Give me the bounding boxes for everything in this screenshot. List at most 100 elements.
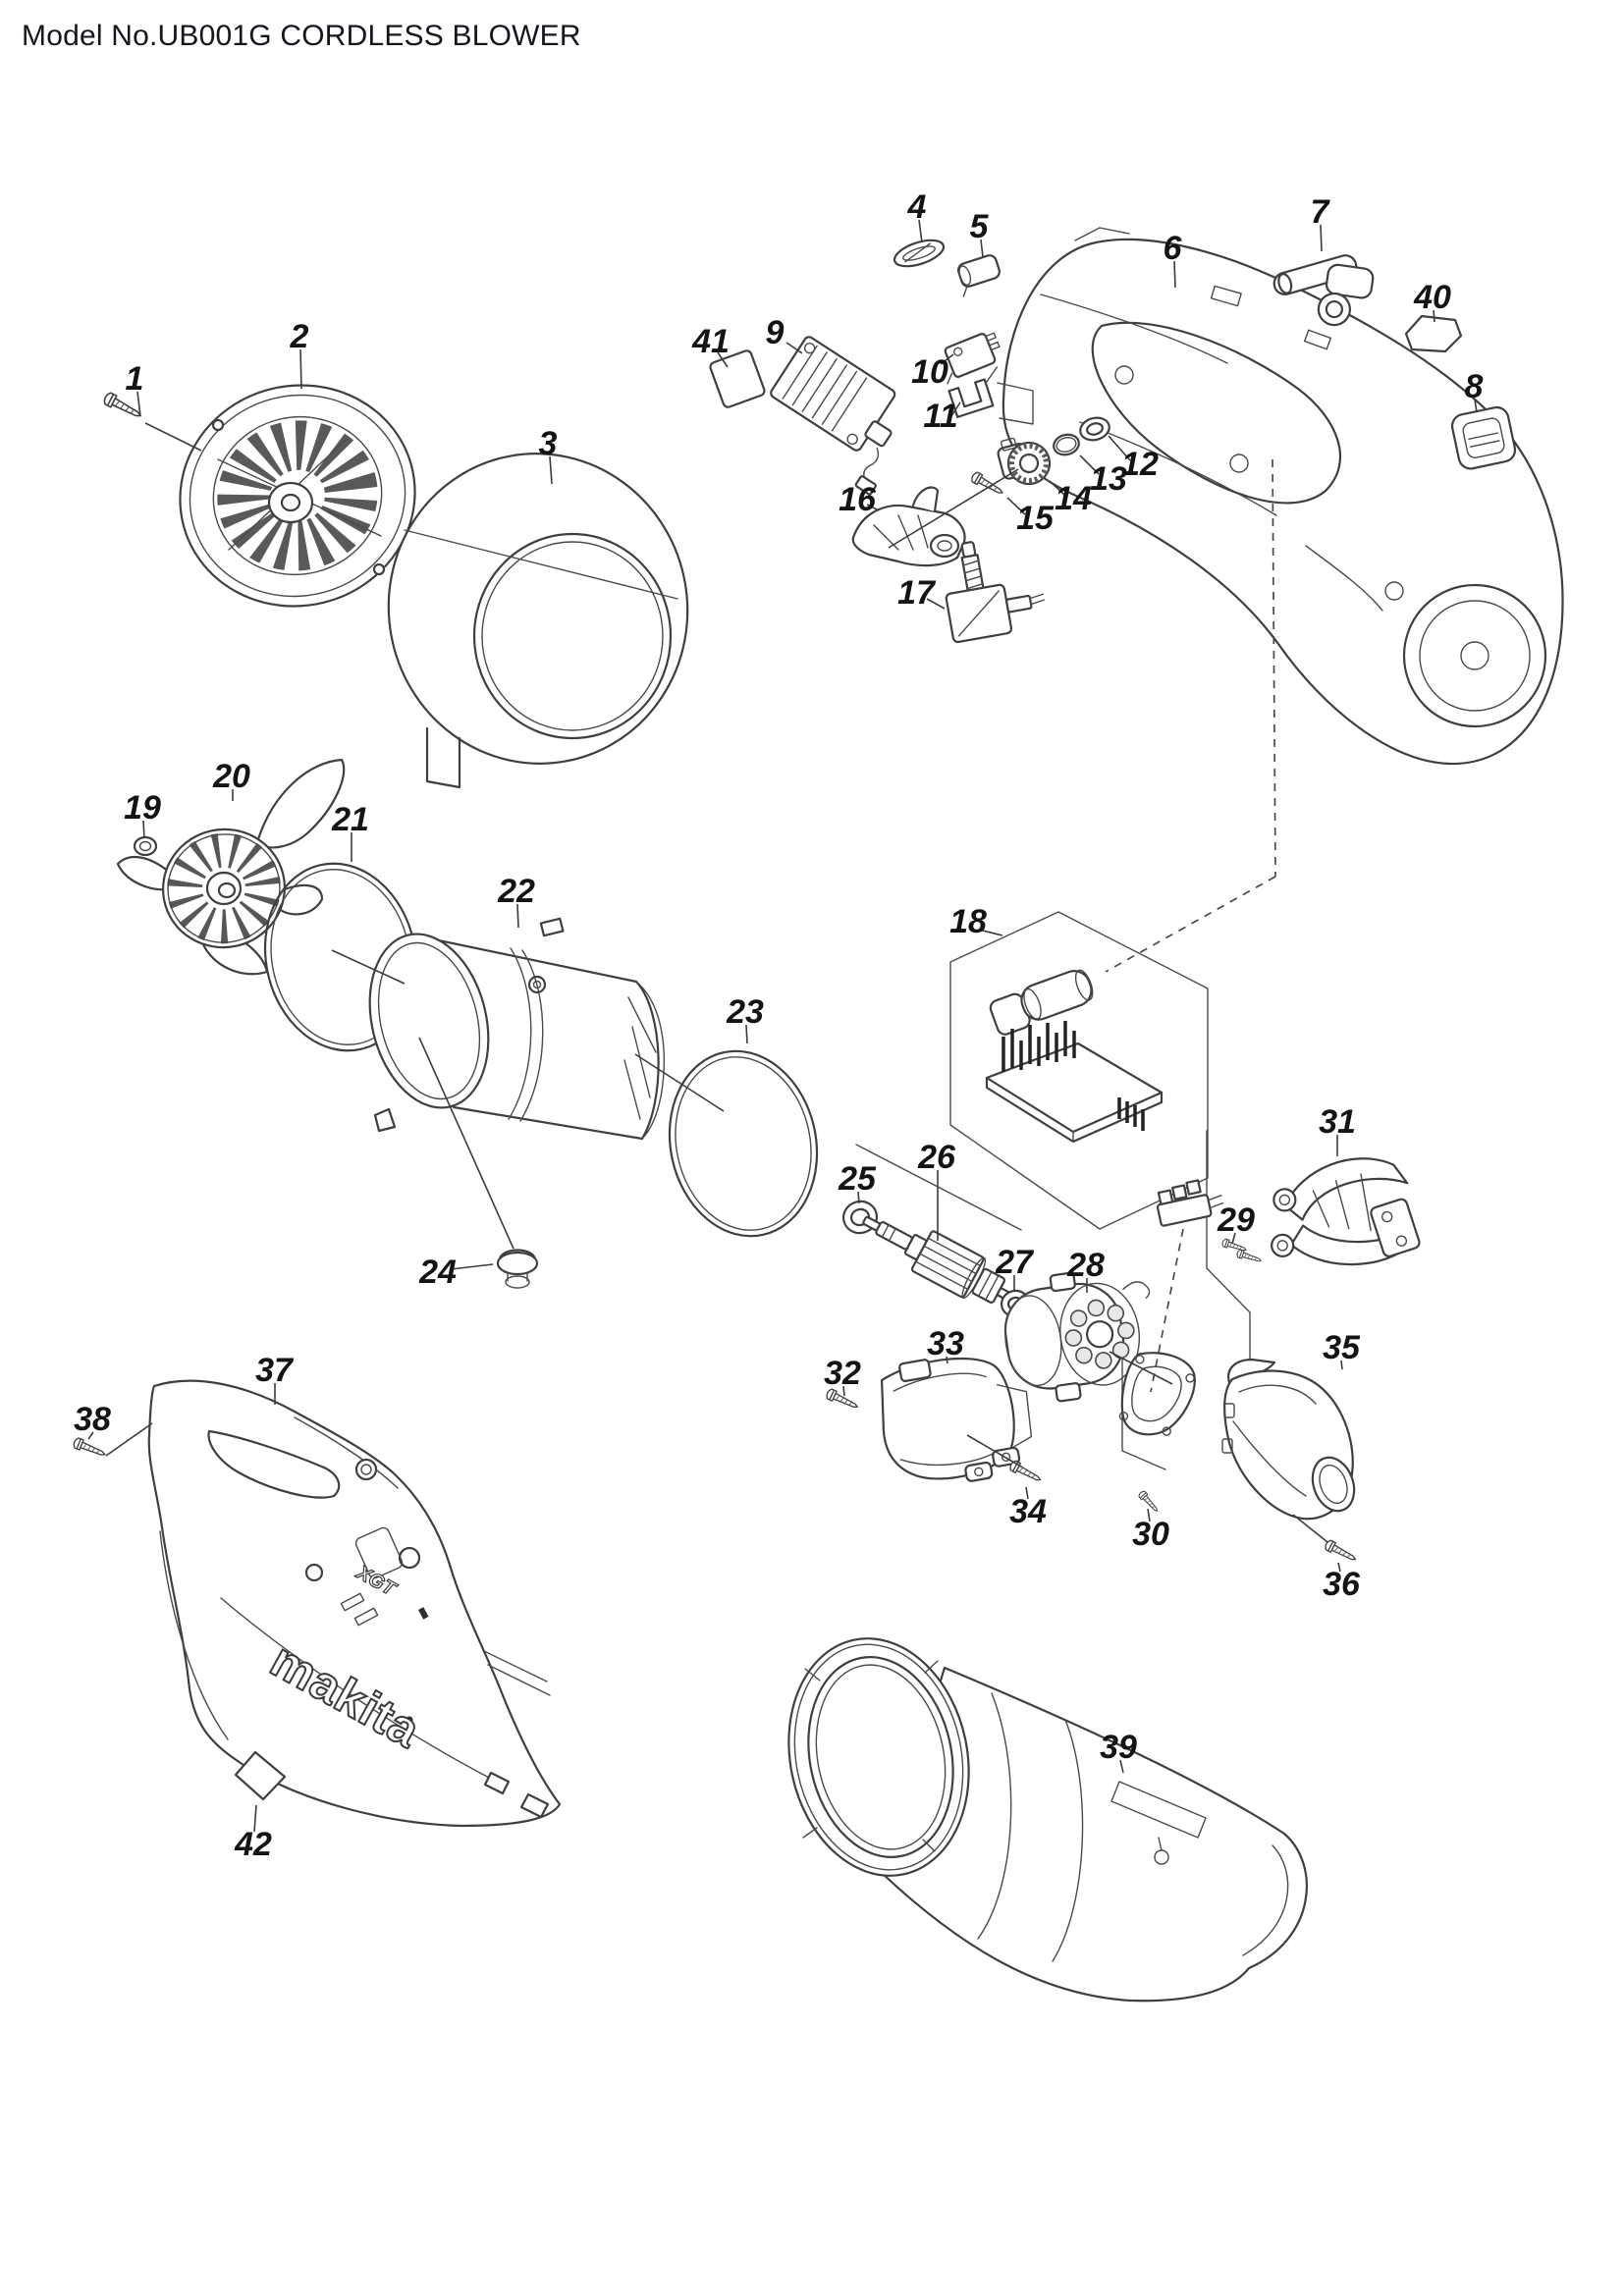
- part-5-sleeve-drawing: [956, 254, 1001, 297]
- part-34-screw-drawing: [1007, 1459, 1044, 1486]
- part-39-blower-pipe-drawing: [787, 1637, 1308, 2002]
- part-label-31: 31: [1319, 1103, 1356, 1141]
- leader-line-14: [1049, 480, 1065, 496]
- leader-line-16: [866, 504, 880, 511]
- part-28-stator-drawing: [1003, 1271, 1151, 1403]
- part-label-25: 25: [838, 1160, 877, 1198]
- part-label-22: 22: [497, 873, 535, 910]
- part-41-label-drawing: [709, 349, 766, 408]
- leader-line-35: [1340, 1360, 1343, 1370]
- assembly-line-4: [418, 1037, 514, 1250]
- leader-line-2: [299, 348, 302, 390]
- part-17-switch-assembly-drawing: [945, 541, 1046, 644]
- leader-line-5: [980, 239, 984, 258]
- part-label-27: 27: [995, 1244, 1035, 1281]
- leader-line-1: [136, 391, 141, 417]
- part-6-housing-right-drawing: [997, 227, 1564, 766]
- assembly-line-6: [888, 468, 1019, 549]
- part-label-9: 9: [766, 314, 785, 351]
- part-15-screw-drawing: [969, 470, 1006, 499]
- leader-line-25: [857, 1191, 860, 1204]
- assembly-pointer-lines: [105, 422, 1328, 1543]
- part-11-bracket-drawing: [947, 366, 999, 418]
- part-label-16: 16: [839, 481, 877, 518]
- leader-line-34: [1025, 1486, 1029, 1500]
- part-13-o-ring-drawing: [1053, 433, 1080, 456]
- assembly-line-9: [1292, 1514, 1328, 1543]
- assembly-line-8: [1109, 1351, 1173, 1385]
- part-label-33: 33: [927, 1325, 964, 1362]
- part-3-blower-case-drawing: [387, 453, 689, 789]
- part-9-controller-drawing: [770, 336, 896, 496]
- part-label-34: 34: [1009, 1493, 1047, 1530]
- part-label-3: 3: [539, 425, 558, 462]
- leader-line-40: [1433, 309, 1435, 323]
- part-label-17: 17: [897, 574, 937, 612]
- leader-line-13: [1079, 454, 1100, 475]
- part-label-10: 10: [911, 353, 948, 391]
- leader-line-23: [745, 1024, 748, 1044]
- part-label-40: 40: [1413, 279, 1451, 316]
- part-20-fan-drawing: [116, 758, 346, 976]
- leader-line-6: [1173, 260, 1176, 289]
- dashed-line-1: [1272, 458, 1276, 878]
- part-callouts: 1234567891011121314151617181920212223242…: [74, 188, 1483, 1863]
- part-label-8: 8: [1465, 368, 1484, 405]
- leader-line-22: [516, 903, 519, 929]
- part-label-24: 24: [418, 1254, 457, 1291]
- part-40-label-plate-drawing: [1404, 314, 1463, 353]
- part-26-armature-drawing: [862, 1215, 1021, 1306]
- assembly-line-2: [105, 1422, 153, 1457]
- leader-line-42: [253, 1804, 257, 1833]
- leader-line-24: [450, 1263, 494, 1270]
- part-label-36: 36: [1323, 1566, 1361, 1603]
- part-label-14: 14: [1055, 480, 1092, 517]
- part-label-5: 5: [970, 208, 990, 245]
- part-label-28: 28: [1066, 1247, 1105, 1284]
- part-35-rear-cover-drawing: [1221, 1358, 1356, 1521]
- part-label-39: 39: [1100, 1729, 1137, 1766]
- part-label-13: 13: [1090, 460, 1127, 498]
- leader-line-36: [1337, 1562, 1341, 1573]
- dashed-line-3: [1150, 1228, 1184, 1393]
- assembly-line-5: [634, 1053, 725, 1112]
- leader-line-10: [940, 353, 954, 365]
- part-19-nut-drawing: [133, 835, 158, 857]
- leader-line-30: [1147, 1508, 1151, 1522]
- part-22-blower-drum-drawing: [368, 917, 666, 1141]
- part-label-1: 1: [126, 360, 144, 398]
- part-29-screws-drawing: [1156, 1179, 1264, 1265]
- leader-line-29: [1231, 1232, 1236, 1245]
- part-label-38: 38: [74, 1401, 111, 1438]
- part-label-26: 26: [917, 1139, 956, 1176]
- part-label-15: 15: [1016, 500, 1055, 537]
- part-31-motor-bracket-drawing: [1271, 1157, 1421, 1266]
- part-38-screw-drawing: [72, 1436, 108, 1461]
- leader-line-4: [918, 219, 923, 243]
- part-18-electric-set-drawing: [949, 911, 1209, 1230]
- part-37-housing-left-drawing: makita XGT: [147, 1379, 562, 1828]
- part-10-switch-drawing: [944, 332, 1001, 385]
- leader-line-15: [1006, 497, 1026, 515]
- part-label-11: 11: [923, 398, 957, 435]
- leader-line-18: [978, 929, 1003, 936]
- part-24-grommet-drawing: [496, 1249, 539, 1289]
- page-title: Model No.UB001G CORDLESS BLOWER: [22, 20, 581, 52]
- part-label-35: 35: [1323, 1329, 1361, 1366]
- assembly-line-7: [966, 1434, 1022, 1468]
- part-8-switch-button-drawing: [1450, 405, 1517, 470]
- leader-line-8: [1474, 399, 1478, 413]
- leader-line-12: [1108, 435, 1131, 461]
- part-label-23: 23: [726, 993, 764, 1031]
- leader-line-32: [842, 1385, 845, 1397]
- leader-line-39: [1119, 1759, 1124, 1774]
- part-label-2: 2: [290, 318, 309, 355]
- leader-line-7: [1320, 224, 1323, 252]
- part-30-screw-and-gasket-drawing: [1118, 1352, 1196, 1515]
- leader-line-17: [926, 598, 946, 610]
- part-label-37: 37: [255, 1352, 295, 1389]
- leader-line-19: [142, 820, 145, 839]
- part-label-20: 20: [212, 758, 250, 795]
- dashed-line-2: [1105, 876, 1276, 973]
